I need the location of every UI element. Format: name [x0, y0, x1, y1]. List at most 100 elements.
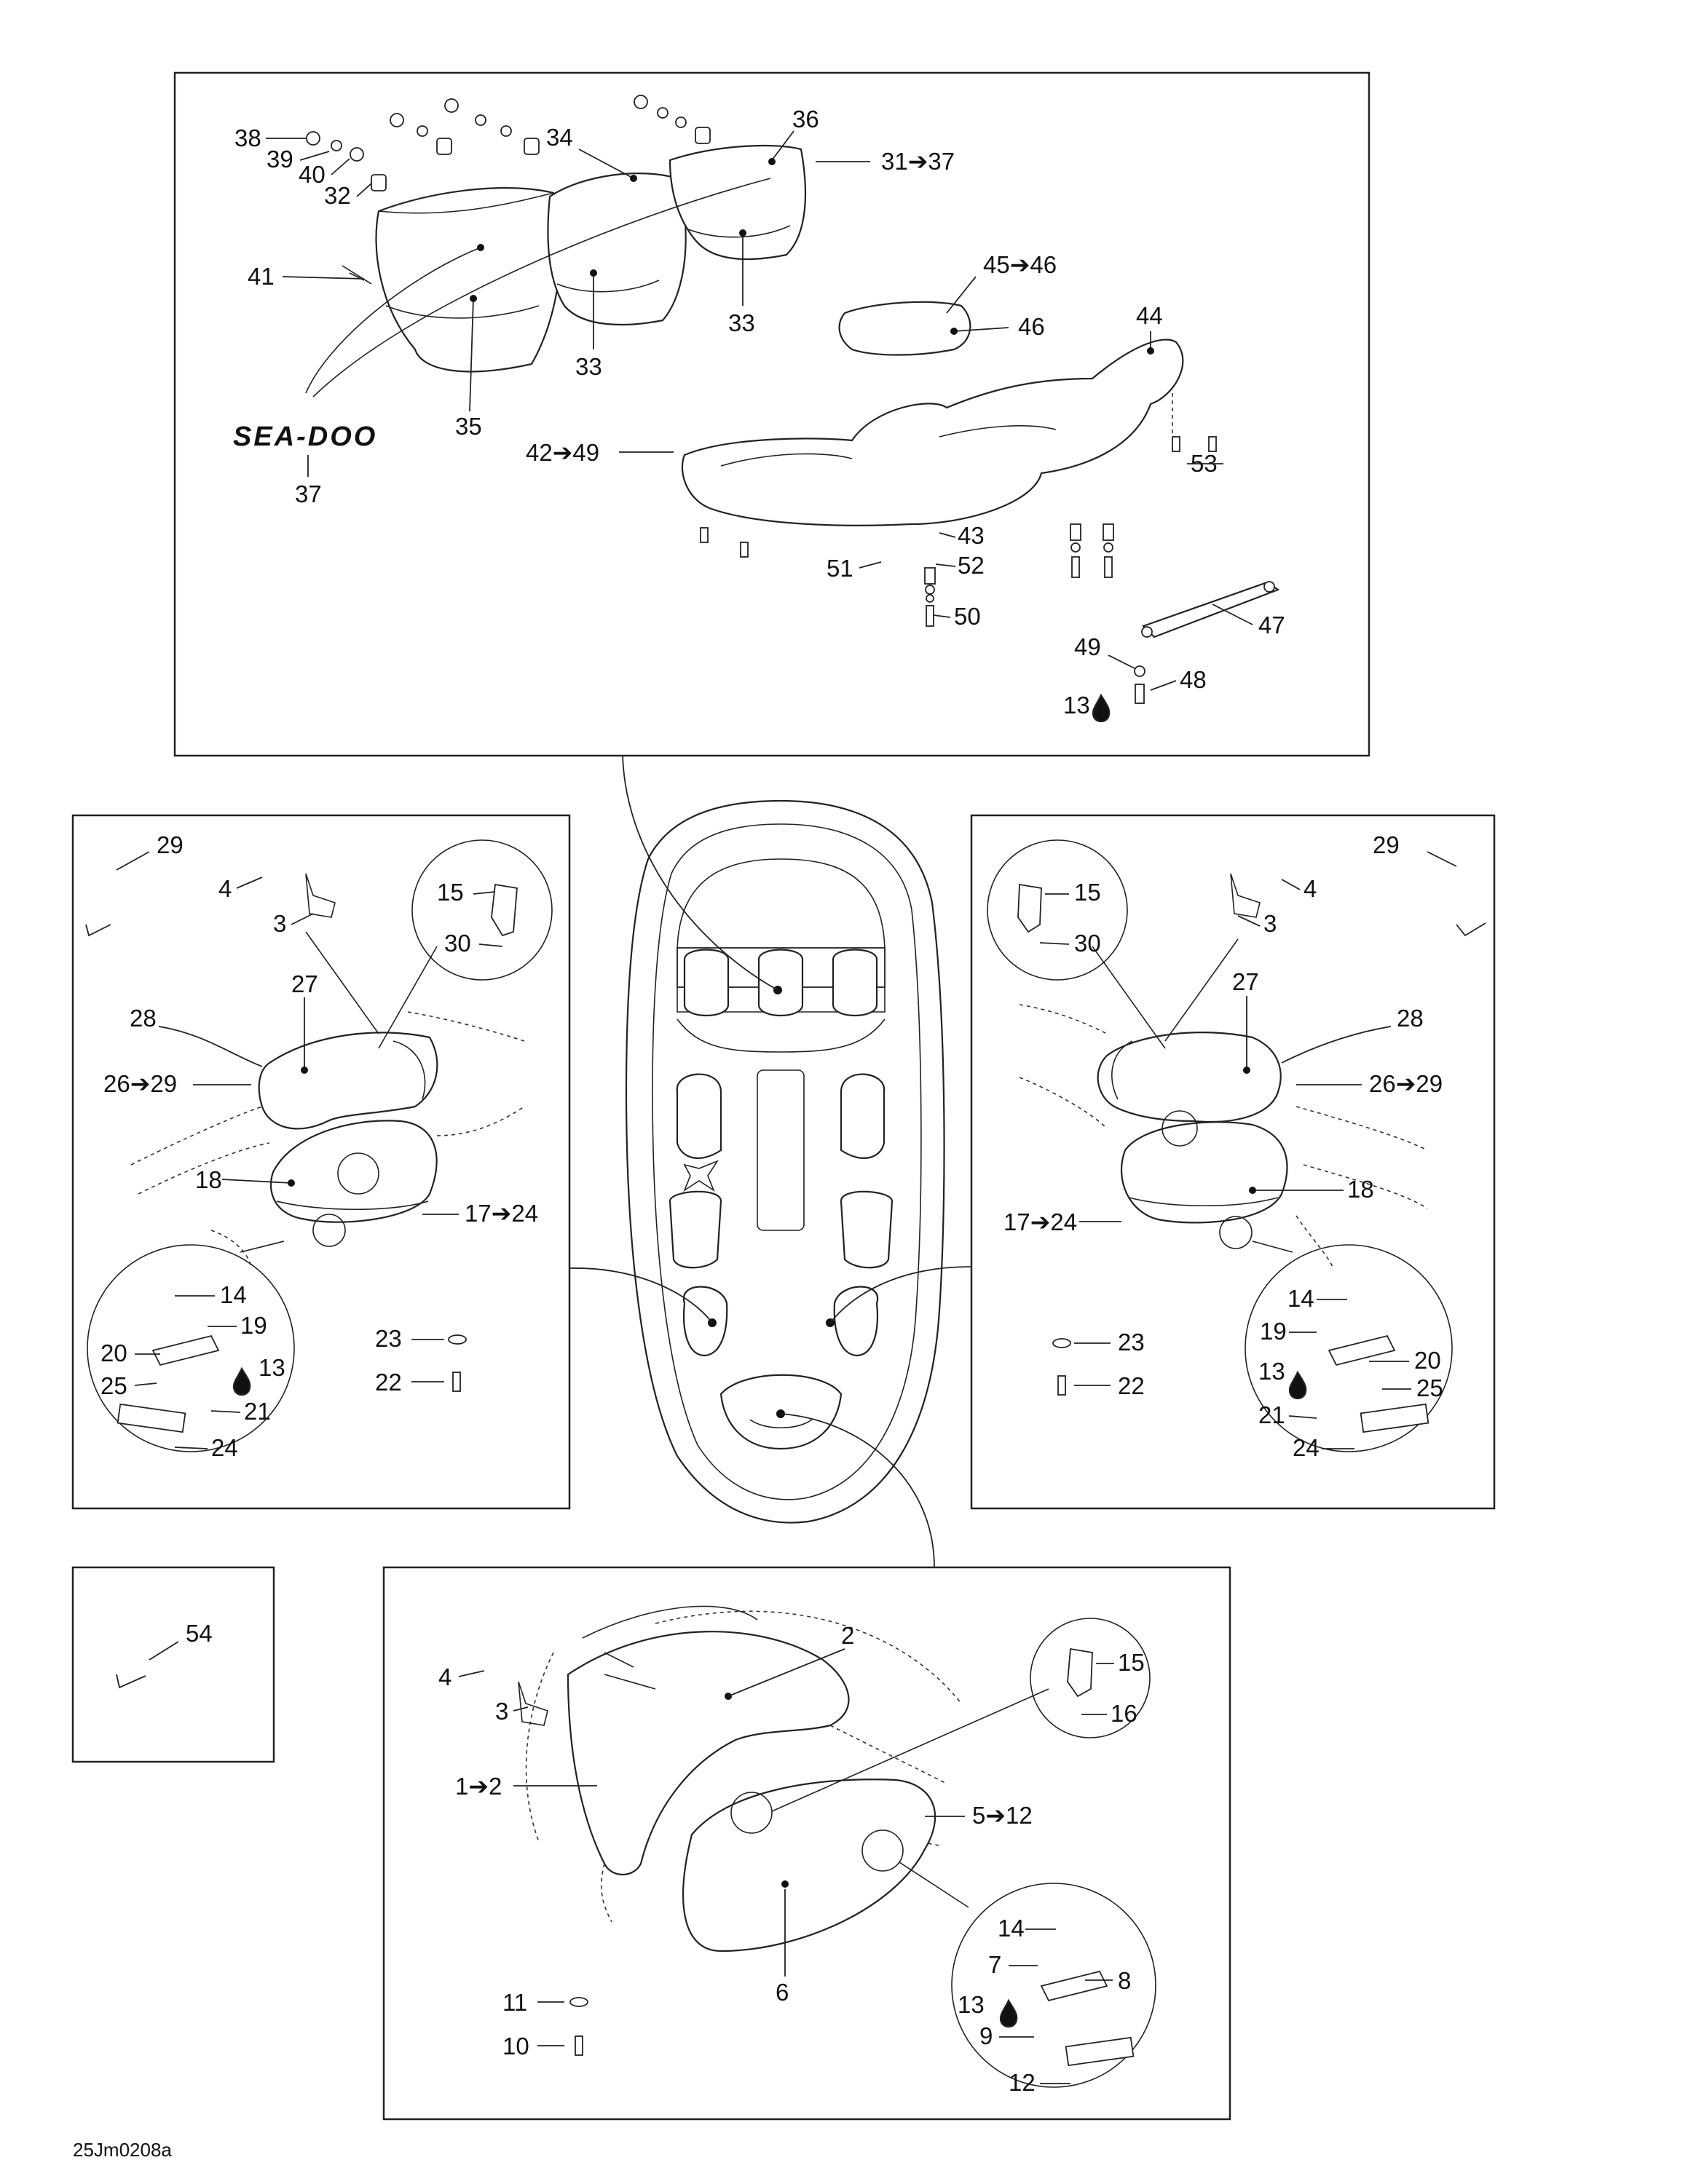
- panel-bow-seat-frame: [382, 1566, 1231, 2121]
- callout-14a: 14: [220, 1281, 247, 1308]
- callout-30b: 30: [1074, 930, 1101, 957]
- callout-49: 49: [1074, 633, 1101, 660]
- callout-32: 32: [324, 182, 351, 209]
- callout-23a: 23: [375, 1325, 402, 1352]
- callout-26-29b: 26➔29: [1369, 1070, 1443, 1097]
- callout-13c: 13: [1258, 1358, 1285, 1385]
- callout-40: 40: [299, 161, 326, 188]
- callout-3c: 3: [495, 1698, 508, 1725]
- callout-46: 46: [1018, 313, 1045, 340]
- callout-21b: 21: [1258, 1401, 1285, 1428]
- callout-48: 48: [1180, 666, 1207, 693]
- callout-1-2: 1➔2: [455, 1773, 502, 1800]
- threadlocker-icon: [1288, 1370, 1307, 1400]
- callout-3a: 3: [273, 910, 286, 937]
- panel-part-54-frame: [71, 1566, 275, 1763]
- callout-43: 43: [958, 522, 985, 549]
- connector-hull-to-right: [829, 1266, 972, 1324]
- callout-23b: 23: [1118, 1329, 1145, 1356]
- callout-13d: 13: [958, 1991, 985, 2018]
- callout-29b: 29: [1373, 831, 1400, 858]
- callout-16: 16: [1111, 1700, 1137, 1727]
- callout-3b: 3: [1263, 910, 1277, 937]
- callout-26-29a: 26➔29: [103, 1070, 177, 1097]
- brand-logo: SEA-DOO: [233, 422, 377, 452]
- callout-25b: 25: [1416, 1374, 1443, 1401]
- rear-hardware: [306, 95, 1280, 704]
- callout-35: 35: [455, 413, 482, 440]
- callout-25a: 25: [100, 1372, 127, 1399]
- connector-hull-to-bow: [780, 1413, 935, 1568]
- right-seat-parts: [987, 839, 1453, 1452]
- callout-22a: 22: [375, 1369, 402, 1396]
- callout-31-37: 31➔37: [881, 148, 955, 175]
- callout-4b: 4: [1304, 875, 1317, 902]
- callout-17-24a: 17➔24: [465, 1200, 538, 1227]
- part-29-right-icon: [1456, 922, 1486, 937]
- callout-12: 12: [1009, 2069, 1036, 2096]
- callout-50: 50: [954, 603, 981, 630]
- callout-7: 7: [988, 1951, 1001, 1978]
- callout-47: 47: [1258, 612, 1285, 638]
- panel-right-seat-frame: [970, 814, 1496, 1510]
- threadlocker-icon: [999, 1998, 1018, 2028]
- left-seat-parts: [87, 839, 553, 1452]
- callout-15c: 15: [1118, 1649, 1145, 1676]
- callout-4a: 4: [218, 875, 232, 902]
- callout-24b: 24: [1293, 1434, 1320, 1461]
- callout-27a: 27: [291, 970, 318, 997]
- callout-54: 54: [186, 1620, 213, 1647]
- callout-13b: 13: [259, 1354, 285, 1381]
- callout-13a: 13: [1063, 692, 1090, 719]
- callout-34: 34: [546, 124, 573, 151]
- callout-42-49: 42➔49: [526, 439, 599, 466]
- callout-29a: 29: [157, 831, 184, 858]
- callout-39: 39: [267, 146, 293, 173]
- callout-20a: 20: [100, 1340, 127, 1366]
- callout-6: 6: [776, 1979, 789, 2006]
- callout-10: 10: [502, 2033, 529, 2060]
- callout-8: 8: [1118, 1967, 1131, 1994]
- callout-15a: 15: [437, 879, 464, 906]
- connector-hull-to-left: [569, 1267, 713, 1324]
- callout-33b: 33: [728, 309, 755, 336]
- part-54-icon: [116, 1674, 146, 1689]
- callout-5-12: 5➔12: [972, 1802, 1033, 1829]
- callout-15b: 15: [1074, 879, 1101, 906]
- callout-28a: 28: [130, 1005, 157, 1032]
- callout-28b: 28: [1397, 1005, 1424, 1032]
- callout-20b: 20: [1414, 1347, 1441, 1374]
- callout-19b: 19: [1260, 1318, 1287, 1345]
- hull-top-view: [625, 799, 945, 1524]
- callout-22b: 22: [1118, 1372, 1145, 1399]
- callout-14b: 14: [1287, 1285, 1314, 1312]
- panel-rear-seats-frame: [173, 71, 1370, 757]
- threadlocker-icon: [1092, 693, 1111, 723]
- bench-seat-cushion: [681, 301, 1184, 526]
- callout-36: 36: [792, 106, 819, 132]
- bow-seat-parts: [518, 1605, 1156, 2088]
- callout-41: 41: [248, 263, 275, 290]
- callout-38: 38: [234, 124, 261, 151]
- callout-14c: 14: [998, 1915, 1025, 1942]
- callout-19a: 19: [240, 1312, 267, 1339]
- connector-hull-to-rear: [622, 755, 778, 991]
- part-29-left-icon: [85, 924, 111, 937]
- callout-18a: 18: [195, 1166, 222, 1193]
- callout-2: 2: [841, 1622, 854, 1649]
- callout-51: 51: [827, 555, 853, 582]
- callout-24a: 24: [211, 1434, 238, 1461]
- callout-52: 52: [958, 552, 985, 579]
- callout-21a: 21: [244, 1398, 271, 1425]
- callout-18b: 18: [1347, 1176, 1374, 1203]
- panel-left-seat-frame: [71, 814, 571, 1510]
- callout-9: 9: [979, 2022, 993, 2049]
- callout-45-46: 45➔46: [983, 251, 1057, 278]
- callout-27b: 27: [1232, 968, 1259, 995]
- callout-44: 44: [1136, 302, 1163, 329]
- callout-33a: 33: [575, 353, 602, 380]
- threadlocker-icon: [232, 1366, 251, 1396]
- callout-11: 11: [502, 1989, 527, 2016]
- rear-seat-cushions: [305, 144, 807, 397]
